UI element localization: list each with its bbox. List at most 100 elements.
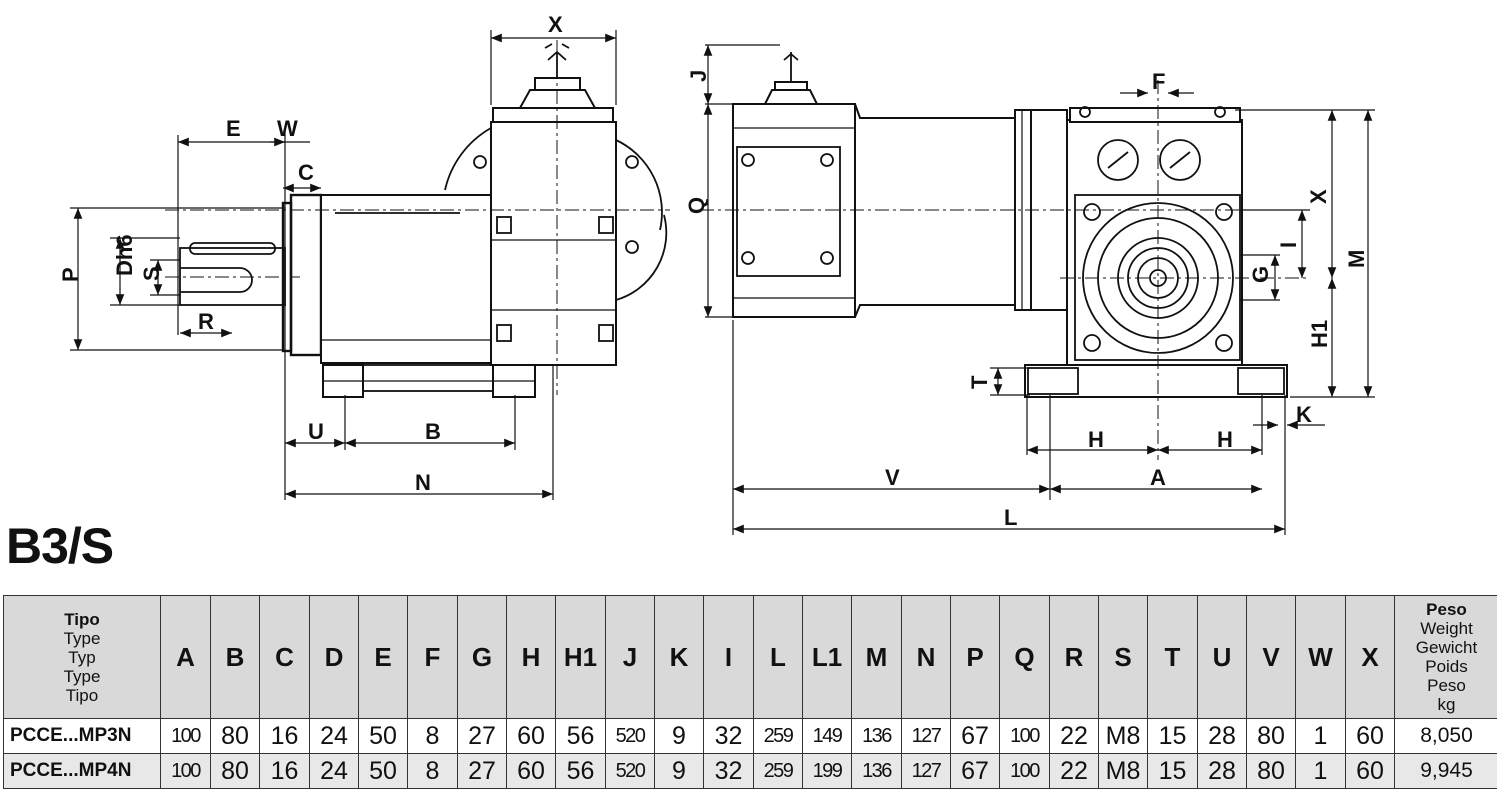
table-cell: 27 <box>457 718 507 754</box>
table-cell: 60 <box>506 753 556 789</box>
dim-label-w: W <box>277 116 298 141</box>
header-model: Tipo Type Typ Type Tipo <box>3 595 161 719</box>
table-cell: 56 <box>555 753 606 789</box>
header-col: H1 <box>555 595 606 719</box>
header-col: N <box>901 595 951 719</box>
table-cell: 127 <box>901 753 951 789</box>
header-col: J <box>605 595 655 719</box>
table-cell: 80 <box>1246 718 1296 754</box>
header-col: D <box>309 595 359 719</box>
table-cell: 60 <box>1345 718 1395 754</box>
dim-label-m: M <box>1344 250 1369 268</box>
table-header-row: Tipo Type Typ Type Tipo A B C D E F G H … <box>3 595 1497 719</box>
table-cell: 8 <box>407 718 458 754</box>
header-col: X <box>1345 595 1395 719</box>
table-cell: 15 <box>1147 718 1198 754</box>
table-cell-model: PCCE...MP4N <box>3 753 161 789</box>
header-col: S <box>1098 595 1148 719</box>
dim-label-h1: H1 <box>1307 320 1332 348</box>
header-col: B <box>210 595 260 719</box>
table-cell: 100 <box>160 718 211 754</box>
header-col: U <box>1197 595 1247 719</box>
dim-label-s: S <box>139 266 164 281</box>
table-cell: 50 <box>358 753 408 789</box>
dim-label-j: J <box>686 70 711 82</box>
table-cell: 80 <box>1246 753 1296 789</box>
table-cell: 9 <box>654 718 704 754</box>
table-cell: 100 <box>999 753 1050 789</box>
table-cell: 259 <box>753 718 803 754</box>
right-view: J Q F X I G M H1 T K H H A V L <box>684 44 1375 535</box>
dim-label-x-left: X <box>548 12 563 37</box>
dim-label-x-right: X <box>1306 189 1331 204</box>
table-cell: 80 <box>210 718 260 754</box>
table-cell: 136 <box>851 753 902 789</box>
header-col: I <box>703 595 754 719</box>
header-col: A <box>160 595 211 719</box>
dim-label-u: U <box>308 419 324 444</box>
table-cell: 60 <box>1345 753 1395 789</box>
technical-drawing: X E W C P Dh6 S R U B N <box>58 12 1375 535</box>
header-col: G <box>457 595 507 719</box>
dim-label-b: B <box>425 419 441 444</box>
table-row: PCCE...MP4N 100 80 16 24 50 8 27 60 56 5… <box>3 753 1497 789</box>
table-cell: 24 <box>309 718 359 754</box>
header-col: M <box>851 595 902 719</box>
table-cell: 9 <box>654 753 704 789</box>
table-cell: 16 <box>259 753 310 789</box>
header-col: W <box>1295 595 1346 719</box>
dim-label-c: C <box>298 160 314 185</box>
table-cell: 27 <box>457 753 507 789</box>
table-cell: 80 <box>210 753 260 789</box>
dim-label-f: F <box>1152 69 1165 94</box>
header-col: Q <box>999 595 1050 719</box>
table-cell: 520 <box>605 718 655 754</box>
dim-label-q: Q <box>684 197 709 214</box>
table-cell: 199 <box>802 753 852 789</box>
table-row: PCCE...MP3N 100 80 16 24 50 8 27 60 56 5… <box>3 718 1497 754</box>
dim-label-t: T <box>967 375 992 389</box>
dim-label-h-left: H <box>1088 427 1104 452</box>
table-cell: 136 <box>851 718 902 754</box>
table-cell: 1 <box>1295 753 1346 789</box>
header-col: E <box>358 595 408 719</box>
table-cell: 259 <box>753 753 803 789</box>
header-col: H <box>506 595 556 719</box>
table-cell: 520 <box>605 753 655 789</box>
header-col: C <box>259 595 310 719</box>
table-cell: 22 <box>1049 753 1099 789</box>
header-col: L1 <box>802 595 852 719</box>
left-view: X E W C P Dh6 S R U B N <box>58 12 670 500</box>
table-cell: 15 <box>1147 753 1198 789</box>
table-cell: 127 <box>901 718 951 754</box>
dim-label-a: A <box>1150 465 1166 490</box>
table-cell: 50 <box>358 718 408 754</box>
dim-label-l: L <box>1004 505 1017 530</box>
table-cell: 1 <box>1295 718 1346 754</box>
table-cell: 60 <box>506 718 556 754</box>
page-title: B3/S <box>6 518 114 574</box>
dim-label-h-right: H <box>1217 427 1233 452</box>
table-cell: 32 <box>703 718 754 754</box>
dim-label-p: P <box>58 267 83 282</box>
dim-label-r: R <box>198 309 214 334</box>
header-col: R <box>1049 595 1099 719</box>
table-cell: 24 <box>309 753 359 789</box>
table-cell: 28 <box>1197 753 1247 789</box>
table-cell-model: PCCE...MP3N <box>3 718 161 754</box>
dim-label-v: V <box>885 465 900 490</box>
header-col: P <box>950 595 1000 719</box>
header-col: K <box>654 595 704 719</box>
header-col: V <box>1246 595 1296 719</box>
dim-label-k: K <box>1296 402 1312 427</box>
dim-label-n: N <box>415 470 431 495</box>
dim-label-g: G <box>1248 266 1273 283</box>
dim-label-dh6: Dh6 <box>112 234 137 276</box>
table-cell: 100 <box>999 718 1050 754</box>
table-cell: M8 <box>1098 753 1148 789</box>
table-cell: 28 <box>1197 718 1247 754</box>
header-weight: Peso Weight Gewicht Poids Peso kg <box>1394 595 1497 719</box>
table-cell: 56 <box>555 718 606 754</box>
table-cell: 67 <box>950 718 1000 754</box>
table-cell: 67 <box>950 753 1000 789</box>
